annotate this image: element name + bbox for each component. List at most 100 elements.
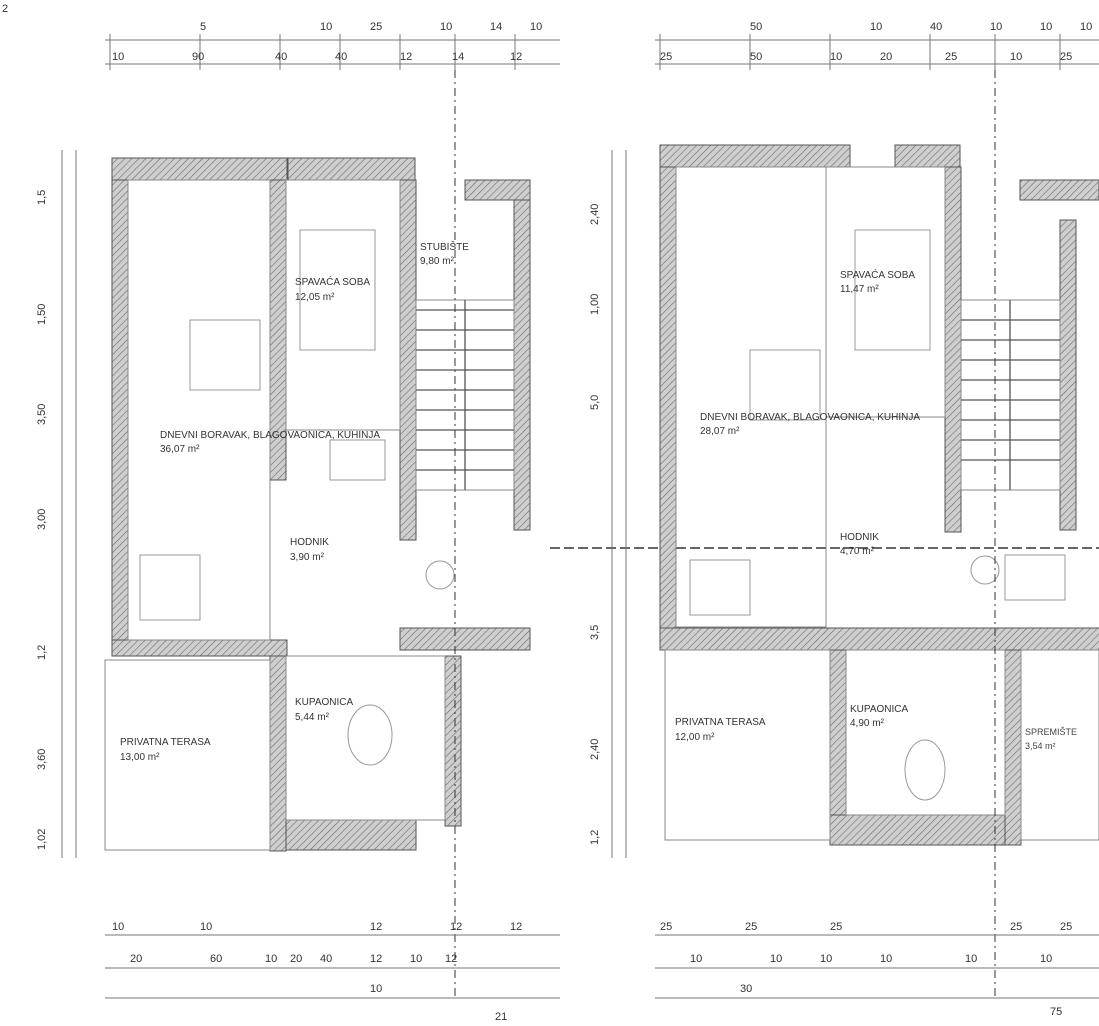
bottom-dim-label: 25 <box>1060 921 1072 933</box>
bottom-dim-total: 10 <box>370 983 382 995</box>
top-dim-label: 90 <box>192 51 204 63</box>
bathtub-outline <box>347 704 393 766</box>
room-name-stairs: STUBIŠTE <box>420 240 469 253</box>
bed-outline <box>854 229 931 351</box>
top-dim-label: 14 <box>490 21 502 33</box>
bottom-dim-label: 20 <box>130 953 142 965</box>
wall <box>829 814 1021 846</box>
bottom-dim-label: 10 <box>965 953 977 965</box>
room-area-storage: 3,54 m² <box>1025 741 1056 751</box>
top-dim-label: 12 <box>400 51 412 63</box>
side-dim-label: 1,00 <box>589 294 601 315</box>
kitchen-counter-outline <box>1004 554 1066 601</box>
side-dim-label: 3,50 <box>36 404 48 425</box>
bottom-dim-label: 10 <box>690 953 702 965</box>
top-dim-label: 20 <box>880 51 892 63</box>
top-dim-label: 25 <box>370 21 382 33</box>
room-name-living: DNEVNI BORAVAK, BLAGOVAONICA, KUHINJA <box>160 430 380 441</box>
bottom-dim-label: 12 <box>450 921 462 933</box>
table-outline <box>139 554 201 621</box>
bottom-dim-label: 10 <box>112 921 124 933</box>
side-dim-label: 1,50 <box>36 304 48 325</box>
room-name-bathroom: KUPAONICA <box>850 704 908 715</box>
wall <box>513 199 531 531</box>
storage-outline <box>1020 649 1099 841</box>
bottom-dim-overall: 21 <box>495 1011 507 1023</box>
bottom-dim-total: 30 <box>740 983 752 995</box>
top-dim-ticks <box>109 34 516 70</box>
bedroom-outline <box>285 179 401 431</box>
room-area-terrace: 13,00 m² <box>120 752 160 763</box>
room-name-storage: SPREMIŠTE <box>1025 727 1077 737</box>
wall <box>1019 179 1099 201</box>
wall <box>399 179 417 541</box>
living-room-outline <box>675 166 827 628</box>
top-dim-label: 50 <box>750 51 762 63</box>
top-dim-label: 50 <box>750 21 762 33</box>
side-dim-label: 3,00 <box>36 509 48 530</box>
bed-outline <box>299 229 376 351</box>
room-name-bathroom: KUPAONICA <box>295 697 353 708</box>
wall <box>287 157 416 181</box>
wall <box>894 144 961 168</box>
top-dim-label: 25 <box>660 51 672 63</box>
sofa-outline <box>749 349 821 421</box>
table-outline <box>689 559 751 616</box>
top-dim-label: 25 <box>1060 51 1072 63</box>
side-dim-label: 2,40 <box>589 204 601 225</box>
bottom-dim-label: 10 <box>880 953 892 965</box>
side-dim-label: 1,5 <box>36 190 48 205</box>
top-dim-label: 40 <box>930 21 942 33</box>
top-dim-label: 10 <box>870 21 882 33</box>
sofa-outline <box>189 319 261 391</box>
room-area-bedroom: 12,05 m² <box>295 292 335 303</box>
room-area-terrace: 12,00 m² <box>675 732 715 743</box>
terrace-outline <box>664 649 831 841</box>
wall <box>659 166 677 633</box>
bottom-dim-label: 10 <box>1040 953 1052 965</box>
side-dim-label: 1,2 <box>36 645 48 660</box>
bathroom-outline <box>285 655 446 821</box>
wall <box>659 144 851 168</box>
room-area-hall: 4,70 m² <box>840 546 875 557</box>
bottom-dim-label: 10 <box>200 921 212 933</box>
bathroom-outline <box>845 649 1006 816</box>
wall <box>659 627 1099 651</box>
wall <box>399 627 531 651</box>
bottom-dim-label: 60 <box>210 953 222 965</box>
wall <box>944 166 962 533</box>
bottom-dim-label: 10 <box>820 953 832 965</box>
bottom-dim-label: 40 <box>320 953 332 965</box>
side-dim-label: 5,0 <box>589 395 601 410</box>
bottom-dim-label: 25 <box>1010 921 1022 933</box>
side-dim-label: 1,02 <box>36 829 48 850</box>
bottom-dim-label: 25 <box>660 921 672 933</box>
bottom-dim-label: 10 <box>770 953 782 965</box>
top-dim-label: 10 <box>990 21 1002 33</box>
room-area-bedroom: 11,47 m² <box>840 284 879 295</box>
wall <box>1059 219 1077 531</box>
top-dim-label: 5 <box>200 21 206 33</box>
top-dim-label: 14 <box>452 51 464 63</box>
bottom-dim-overall: 75 <box>1050 1006 1062 1018</box>
room-area-bathroom: 4,90 m² <box>850 718 885 729</box>
kitchen-counter-outline <box>329 439 386 481</box>
wall <box>1004 649 1022 846</box>
wall <box>285 819 417 851</box>
bottom-dim-label: 25 <box>745 921 757 933</box>
room-name-terrace: PRIVATNA TERASA <box>675 717 766 728</box>
top-dim-label: 12 <box>510 51 522 63</box>
wall <box>111 639 288 657</box>
living-room-outline <box>127 179 271 641</box>
bottom-dim-label: 12 <box>445 953 457 965</box>
staircase <box>960 299 1061 491</box>
bathtub-outline <box>904 739 946 801</box>
bottom-dim-label: 12 <box>370 953 382 965</box>
top-dim-label: 10 <box>320 21 332 33</box>
top-dim-label: 10 <box>530 21 542 33</box>
bottom-dim-label: 12 <box>370 921 382 933</box>
room-area-living: 36,07 m² <box>160 444 200 455</box>
side-dim-label: 3,5 <box>589 625 601 640</box>
left-apartment-plan: 5 10 25 10 14 10 10 90 40 40 12 14 12 1,… <box>36 21 560 1023</box>
staircase <box>415 299 515 491</box>
